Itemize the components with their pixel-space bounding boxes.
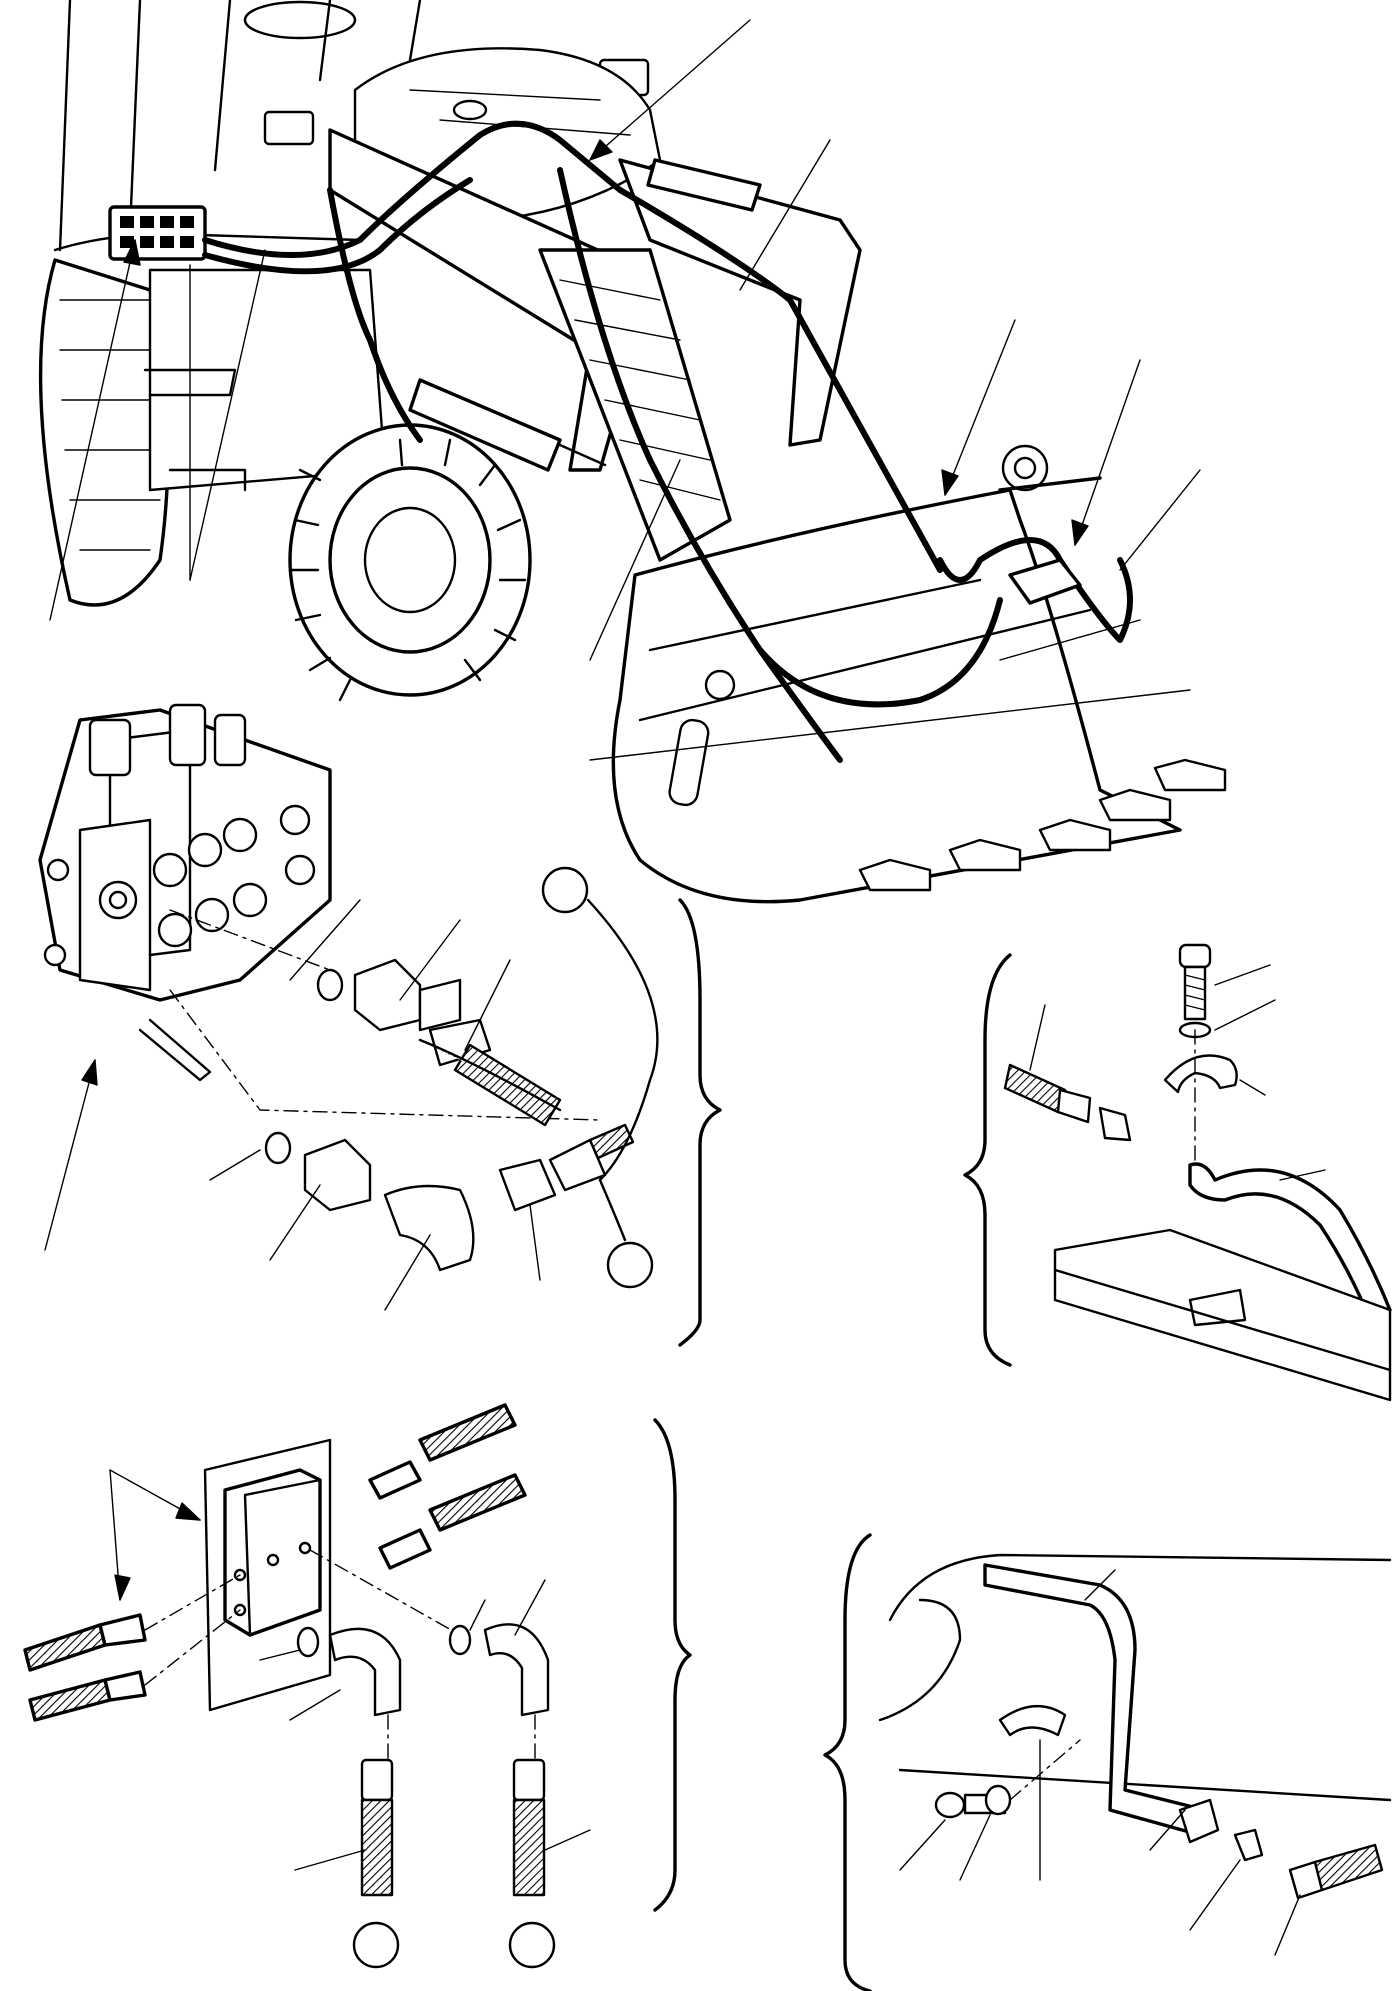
manifold-assembly: [23, 1403, 692, 1969]
bucket-clamp-detail: [963, 943, 1392, 1402]
callout-circle-left: [352, 1921, 400, 1969]
loader-machine: [38, 0, 1227, 904]
callout-circle-right: [508, 1921, 556, 1969]
callout-circle-top: [541, 866, 589, 914]
valve-block-assembly: [38, 703, 722, 1347]
callout-circle-bottom: [606, 1241, 654, 1289]
lower-clamp-detail: [823, 1533, 1392, 1991]
bucket-teeth: [858, 758, 1227, 892]
leader-lines-top: [49, 19, 1201, 761]
